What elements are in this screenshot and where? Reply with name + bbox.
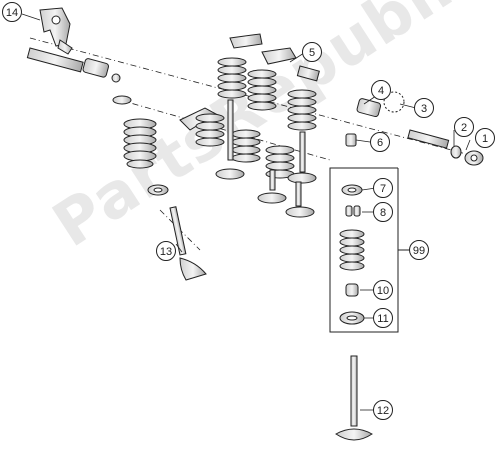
callout-1: 1: [475, 128, 495, 148]
callout-label: 1: [482, 133, 488, 145]
callout-12: 12: [373, 400, 393, 420]
callout-label: 7: [380, 183, 386, 195]
valve-spring-left: [123, 118, 169, 196]
valve-left-13: [169, 206, 207, 281]
callout-14: 14: [2, 2, 22, 22]
callout-label: 13: [160, 246, 172, 258]
callout-6: 6: [370, 132, 390, 152]
callout-circle: [373, 400, 393, 420]
callout-circle: [371, 80, 391, 100]
decompressor-bracket-part: [39, 7, 73, 55]
callout-label: 11: [377, 313, 388, 325]
valve-kit-parts: [339, 184, 365, 325]
valve-cluster-heads: [215, 99, 317, 218]
callout-circle: [370, 132, 390, 152]
callout-99: 99: [409, 240, 429, 260]
rocker-shaft-right: [296, 65, 484, 166]
callout-label: 99: [413, 245, 425, 257]
valve-spring-cluster: [195, 57, 317, 179]
callout-circle: [373, 202, 393, 222]
callout-label: 14: [6, 7, 18, 19]
callout-7: 7: [373, 178, 393, 198]
callout-label: 6: [377, 137, 383, 149]
callout-circle: [2, 2, 22, 22]
callout-circle: [373, 280, 393, 300]
callout-leaders: [21, 13, 471, 411]
callout-8: 8: [373, 202, 393, 222]
callout-label: 10: [377, 285, 389, 297]
callout-label: 3: [421, 103, 427, 115]
callout-2: 2: [454, 117, 474, 137]
callout-circle: [373, 178, 393, 198]
valve-kit-box: [329, 167, 410, 333]
callout-circle: [454, 117, 474, 137]
callout-10: 10: [373, 280, 393, 300]
small-pin-part: [111, 73, 132, 105]
valve-bottom-12: [335, 355, 373, 441]
callout-4: 4: [371, 80, 391, 100]
callout-13: 13: [156, 241, 176, 261]
callout-circle: [409, 240, 429, 260]
callout-label: 12: [377, 405, 389, 417]
callout-label: 2: [461, 122, 467, 134]
callout-5: 5: [302, 42, 322, 62]
callout-circle: [156, 241, 176, 261]
callout-circle: [475, 128, 495, 148]
callout-circle: [373, 308, 393, 328]
callout-circle: [414, 98, 434, 118]
callout-3: 3: [414, 98, 434, 118]
callout-circle: [302, 42, 322, 62]
camshaft-left: [26, 47, 110, 78]
callout-11: 11: [373, 308, 393, 328]
callout-label: 5: [309, 47, 315, 59]
callout-label: 8: [380, 207, 386, 219]
callout-label: 4: [378, 85, 384, 97]
